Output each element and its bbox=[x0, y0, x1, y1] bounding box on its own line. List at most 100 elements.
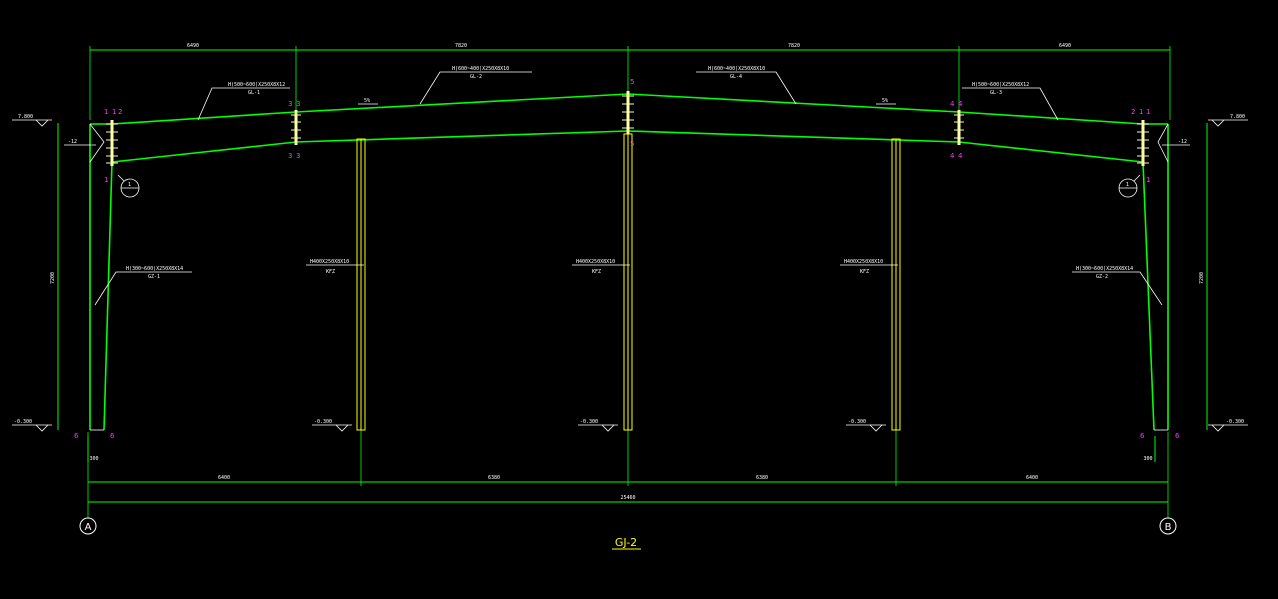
title: GJ-2 bbox=[615, 536, 637, 549]
beam-mark-gl3: GL-3 bbox=[990, 90, 1002, 96]
elevation-markers: 7.800 7.800 -0.300 -0.300 -0.300 -0.300 bbox=[12, 114, 1248, 432]
slope-left: 5% bbox=[364, 98, 370, 104]
node-le-bot: 1 bbox=[104, 176, 108, 184]
axis-label-b: B bbox=[1165, 522, 1172, 533]
beam-spec-gl4: H(600~400)X250X8X10 bbox=[708, 66, 765, 72]
column-spec-gz2: H(300~600)X250X8X14 bbox=[1076, 266, 1133, 272]
column-spec-kfz2: H400X250X8X10 bbox=[576, 259, 615, 265]
column-spec-gz1: H(300~600)X250X8X14 bbox=[126, 266, 183, 272]
axis-bubble-b bbox=[1159, 517, 1177, 535]
elevation-marker-base-5: -0.300 bbox=[1208, 419, 1248, 432]
dim-top-4: 6490 bbox=[1059, 43, 1071, 49]
column-spec-kfz1: H400X250X8X10 bbox=[310, 259, 349, 265]
elev-top-right: 7.800 bbox=[1230, 114, 1245, 120]
dim-top-3: 7820 bbox=[788, 43, 800, 49]
beam-spec-gl3: H(500~600)X250X8X12 bbox=[972, 82, 1029, 88]
dim-height-left: 7200 bbox=[50, 272, 56, 284]
ridge-bolt-group bbox=[622, 91, 634, 134]
detail-right: 1 bbox=[1126, 182, 1129, 188]
node-base-l2: 6 bbox=[110, 432, 115, 440]
right-splice-bolt-group bbox=[954, 110, 964, 145]
node-rs-2: 4 bbox=[958, 100, 963, 108]
node-re-2: 1 bbox=[1139, 108, 1143, 116]
node-ls-1: 3 bbox=[288, 100, 292, 108]
elev-base-1: -0.300 bbox=[14, 419, 32, 425]
elev-base-3: -0.300 bbox=[580, 419, 598, 425]
leader-gz1 bbox=[94, 271, 192, 306]
elev-base-2: -0.300 bbox=[314, 419, 332, 425]
beam-spec-gl2: H(600~400)X250X8X10 bbox=[452, 66, 509, 72]
elevation-marker-top-right: 7.800 bbox=[1208, 114, 1248, 127]
left-eave-bolt-group bbox=[106, 120, 118, 166]
node-rs-1: 4 bbox=[950, 100, 955, 108]
drawing-title: GJ-2 bbox=[612, 536, 641, 550]
node-ridge-top: 5 bbox=[630, 78, 634, 86]
elevation-marker-top-left: 7.800 bbox=[12, 114, 52, 127]
haunch-right: -12 bbox=[1178, 139, 1187, 145]
column-mark-kfz1: KFZ bbox=[326, 269, 335, 275]
column-mark-gz2: GZ-2 bbox=[1096, 274, 1108, 280]
dim-bottom-2: 6380 bbox=[488, 475, 500, 481]
bolt-groups bbox=[106, 91, 1149, 166]
node-le-3: 2 bbox=[118, 108, 122, 116]
elevation-marker-base-4: -0.300 bbox=[846, 419, 886, 432]
dim-bottom-4: 6400 bbox=[1026, 475, 1038, 481]
axis-label-a: A bbox=[85, 522, 92, 533]
beam-spec-gl1: H(500~600)X250X8X12 bbox=[228, 82, 285, 88]
node-base-r2: 6 bbox=[1175, 432, 1180, 440]
elevation-marker-base-3: -0.300 bbox=[578, 419, 618, 432]
node-ridge-bot: 5 bbox=[630, 140, 634, 148]
elev-base-4: -0.300 bbox=[848, 419, 866, 425]
slope-right: 5% bbox=[882, 98, 888, 104]
leader-gl1 bbox=[197, 87, 290, 121]
portal-frame bbox=[89, 93, 1169, 431]
leader-gl3 bbox=[962, 87, 1059, 121]
node-ls-4: 3 bbox=[296, 152, 300, 160]
node-le-2: 1 bbox=[112, 108, 116, 116]
left-column-inner bbox=[103, 161, 113, 431]
node-rs-3: 4 bbox=[950, 152, 955, 160]
axis-bubbles: A B bbox=[79, 517, 1177, 535]
node-re-1: 2 bbox=[1131, 108, 1135, 116]
right-haunch bbox=[1157, 123, 1169, 163]
dim-bottom-3: 6380 bbox=[756, 475, 768, 481]
elevation-marker-base-2: -0.300 bbox=[312, 419, 352, 432]
node-labels: 1 1 2 1 3 3 3 3 5 5 4 4 4 4 2 1 1 1 6 6 … bbox=[74, 78, 1180, 440]
interior-column-3 bbox=[891, 138, 901, 431]
node-rs-4: 4 bbox=[958, 152, 963, 160]
interior-column-2 bbox=[623, 133, 633, 431]
node-ls-3: 3 bbox=[288, 152, 292, 160]
node-le-1: 1 bbox=[104, 108, 108, 116]
beam-mark-gl2: GL-2 bbox=[470, 74, 482, 80]
elevation-marker-base-1: -0.300 bbox=[12, 419, 52, 432]
node-re-3: 1 bbox=[1146, 108, 1150, 116]
right-eave-bolt-group bbox=[1137, 120, 1149, 166]
node-ls-2: 3 bbox=[296, 100, 300, 108]
dim-height-right: 7200 bbox=[1199, 272, 1205, 284]
beam-mark-gl4: GL-4 bbox=[730, 74, 742, 80]
detail-left: 1 bbox=[128, 182, 131, 188]
left-haunch bbox=[89, 123, 105, 163]
dim-base-right: 300 bbox=[1143, 456, 1152, 462]
haunch-left: -12 bbox=[68, 139, 77, 145]
dim-total: 25460 bbox=[620, 495, 635, 501]
right-column-inner bbox=[1142, 161, 1155, 431]
height-dimensions: 7200 7200 300 300 bbox=[50, 123, 1208, 462]
bottom-dimension-chain: 6400 6380 6380 6400 25460 bbox=[87, 430, 1169, 518]
dim-top-1: 6490 bbox=[187, 43, 199, 49]
node-base-r1: 6 bbox=[1140, 432, 1145, 440]
node-re-bot: 1 bbox=[1146, 176, 1150, 184]
interior-columns bbox=[356, 133, 901, 431]
elev-base-5: -0.300 bbox=[1226, 419, 1244, 425]
column-spec-kfz3: H400X250X8X10 bbox=[844, 259, 883, 265]
axis-bubble-a bbox=[79, 517, 97, 535]
column-mark-kfz2: KFZ bbox=[592, 269, 601, 275]
column-mark-kfz3: KFZ bbox=[860, 269, 869, 275]
top-dimension-chain: 6490 7820 7820 6490 bbox=[89, 43, 1171, 120]
node-base-l1: 6 bbox=[74, 432, 79, 440]
leader-gz2 bbox=[1072, 271, 1163, 306]
leader-gl4 bbox=[696, 71, 797, 105]
dim-base-left: 300 bbox=[89, 456, 98, 462]
left-splice-bolt-group bbox=[291, 110, 301, 145]
